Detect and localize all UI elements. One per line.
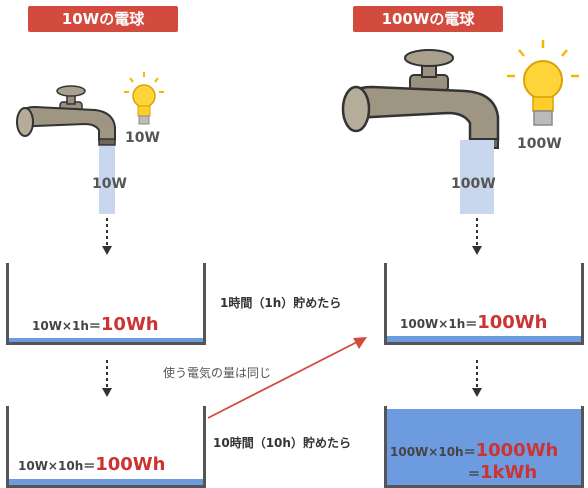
right-bulb-label: 100W [517,136,562,152]
left-bulb-label: 10W [125,130,160,146]
formula-result: 1000Wh [475,440,559,461]
right-header: 100Wの電球 [353,6,503,32]
down-arrow-icon [472,360,482,397]
right-tank-1h-formula: 100W×1h＝100Wh [400,312,547,333]
formula-text: 100W×1h＝ [400,317,478,331]
formula-result: 100Wh [95,454,166,475]
diagonal-arrow-icon [207,337,367,419]
large-faucet-icon [341,49,500,149]
formula-text: 10W×1h＝ [32,319,101,333]
left-tank-1h-formula: 10W×1h＝10Wh [32,314,159,335]
down-arrow-icon [102,360,112,397]
down-arrow-icon [102,218,112,255]
right-tank-1h [384,263,584,345]
left-water-stream [99,146,115,214]
formula-text: 100W×10h＝ [390,445,476,459]
right-stream-label: 100W [451,176,496,192]
right-tank-10h-formula: 100W×10h＝1000Wh [390,440,558,461]
left-tank-10h [6,406,206,488]
formula-result: 1kWh [480,462,538,483]
right-tank-10h-formula-2: ＝1kWh [468,462,537,483]
large-lightbulb-icon [507,40,579,126]
formula-text: ＝ [468,467,481,481]
water-level [9,479,203,485]
left-tank-10h-formula: 10W×10h＝100Wh [18,454,165,475]
left-stream-label: 10W [92,176,127,192]
down-arrow-icon [472,218,482,255]
formula-result: 10Wh [100,314,159,335]
same-amount-note: 使う電気の量は同じ [163,366,272,380]
water-level [387,409,581,485]
left-header: 10Wの電球 [28,6,178,32]
one-hour-note: 1時間（1h）貯めたら [220,296,342,310]
right-tank-10h [384,406,584,488]
formula-text: 10W×10h＝ [18,459,96,473]
small-faucet-icon [16,85,116,146]
right-water-stream [460,140,494,214]
small-lightbulb-icon [124,72,164,125]
water-level [9,338,203,342]
left-tank-1h [6,263,206,345]
formula-result: 100Wh [477,312,548,333]
water-level [387,336,581,342]
ten-hours-note: 10時間（10h）貯めたら [213,436,351,450]
